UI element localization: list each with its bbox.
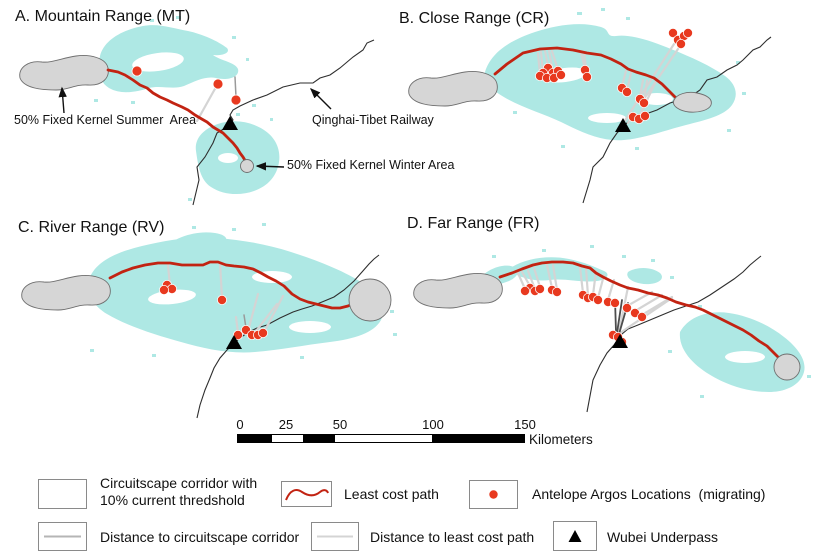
scalebar-tick-150: 150	[514, 417, 536, 432]
argos-locations	[131, 65, 242, 106]
argos-locations	[158, 280, 268, 341]
railway-line	[196, 254, 380, 419]
legend-corridor-swatch	[38, 479, 87, 509]
legend-argos-swatch	[469, 480, 518, 509]
argos-locations	[534, 27, 693, 125]
scalebar-tick-50: 50	[332, 417, 348, 432]
scalebar-tick-0: 0	[236, 417, 244, 432]
legend-distance-lcp-label: Distance to least cost path	[370, 529, 535, 545]
legend-distance-corridor-label: Distance to circuitscape corridor	[100, 529, 300, 545]
scalebar-tick-100: 100	[422, 417, 444, 432]
panel-b-title: B. Close Range (CR)	[399, 10, 550, 27]
legend-underpass-swatch	[553, 521, 597, 551]
panel-d-map	[413, 245, 811, 413]
summer-annotation-arrow	[58, 86, 67, 114]
corridor-gap	[148, 289, 196, 305]
corridor-gap	[725, 351, 765, 363]
wubei-underpass-triangle	[226, 335, 242, 349]
corridor-gap	[132, 52, 184, 72]
winter-kernel-area	[773, 353, 801, 381]
railway-annotation-arrow	[310, 88, 332, 110]
legend-distance-corridor-swatch	[38, 522, 87, 551]
corridor-gap	[289, 321, 331, 333]
wubei-underpass-triangle	[615, 118, 631, 132]
distance-line-corridor	[234, 76, 237, 98]
distance-lines	[166, 261, 285, 338]
wubei-underpass-triangle	[222, 116, 238, 130]
least-cost-path	[498, 260, 783, 363]
panel-b-map	[408, 8, 772, 204]
legend-underpass-label: Wubei Underpass	[607, 529, 719, 545]
summer-kernel-area	[408, 71, 498, 107]
summer-kernel-area	[21, 275, 111, 311]
corridor-gap	[218, 153, 238, 163]
scale-bar	[237, 434, 525, 443]
winter-kernel-area	[672, 91, 712, 113]
legend-argos-label: Antelope Argos Locations (migrating)	[532, 486, 766, 502]
legend-corridor-label-line1: Circuitscape corridor with	[100, 475, 258, 491]
least-cost-path	[108, 260, 357, 310]
wubei-underpass-triangle	[612, 334, 628, 348]
corridor-area	[483, 8, 746, 150]
winter-kernel-annotation: 50% Fixed Kernel Winter Area	[287, 158, 455, 172]
summer-kernel-area	[413, 273, 503, 309]
winter-annotation-arrow	[255, 162, 285, 171]
winter-kernel-area	[240, 159, 254, 173]
legend-corridor-label-line2: 10% current thredshold	[100, 492, 245, 508]
least-cost-path	[106, 68, 248, 164]
least-cost-path	[493, 46, 681, 103]
scalebar-tick-25: 25	[278, 417, 294, 432]
legend-distance-lcp-swatch	[311, 522, 359, 551]
argos-locations	[520, 283, 647, 348]
panel-a-title: A. Mountain Range (MT)	[15, 8, 191, 25]
railway-line	[586, 255, 762, 413]
panel-d-title: D. Far Range (FR)	[407, 215, 540, 232]
scalebar-unit: Kilometers	[529, 432, 593, 447]
panel-a-map	[19, 16, 375, 206]
winter-kernel-area	[348, 278, 392, 322]
panel-c-map	[21, 223, 397, 419]
panel-c-title: C. River Range (RV)	[18, 219, 165, 236]
summer-kernel-annotation: 50% Fixed Kernel Summer Area	[14, 113, 197, 127]
railway-line	[192, 39, 375, 206]
summer-kernel-area	[19, 55, 109, 91]
legend-lcp-swatch	[281, 481, 332, 507]
corridor-gap	[588, 113, 626, 123]
railway-annotation: Qinghai-Tibet Railway	[312, 113, 434, 127]
legend-lcp-label: Least cost path	[344, 486, 439, 502]
